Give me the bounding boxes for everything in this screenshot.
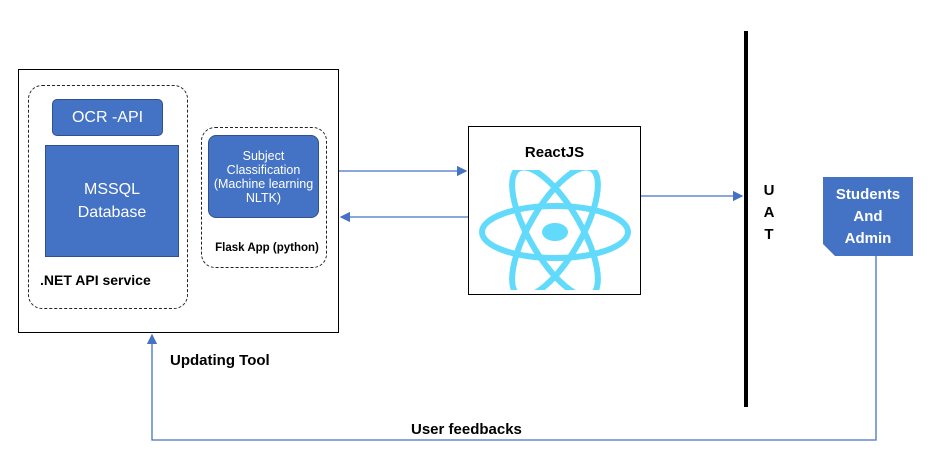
ocr-api-label: OCR -API <box>71 108 144 126</box>
mssql-database-box: MSSQL Database <box>45 145 179 257</box>
user-feedbacks-label: User feedbacks <box>411 421 522 438</box>
students-line1: Students <box>835 185 901 203</box>
reactjs-box <box>468 126 641 295</box>
uat-letter-t: T <box>764 226 774 243</box>
uat-letter-a: A <box>763 204 775 221</box>
subject-classification-box: Subject Classification (Machine learning… <box>208 135 319 218</box>
students-and-admin-box: Students And Admin <box>823 177 913 256</box>
ocr-api-box: OCR -API <box>52 99 163 136</box>
students-line3: Admin <box>844 229 892 247</box>
user-feedback-path <box>146 256 877 441</box>
net-api-group <box>28 85 188 309</box>
reactjs-label: ReactJS <box>524 144 585 161</box>
students-line2: And <box>853 207 883 225</box>
uat-label: U A T <box>759 180 779 246</box>
flask-app-label: Flask App (python) <box>215 242 319 254</box>
net-api-service-label: .NET API service <box>40 272 151 288</box>
uat-divider-line <box>744 31 748 407</box>
react-logo-icon <box>479 170 631 290</box>
mssql-label-line2: Database <box>77 204 147 221</box>
mssql-label-line1: MSSQL <box>83 181 140 198</box>
uat-letter-u: U <box>763 182 775 199</box>
subject-classification-label: Subject Classification (Machine learning… <box>213 148 314 205</box>
updating-tool-label: Updating Tool <box>170 352 270 369</box>
flask-app-group <box>201 127 327 268</box>
